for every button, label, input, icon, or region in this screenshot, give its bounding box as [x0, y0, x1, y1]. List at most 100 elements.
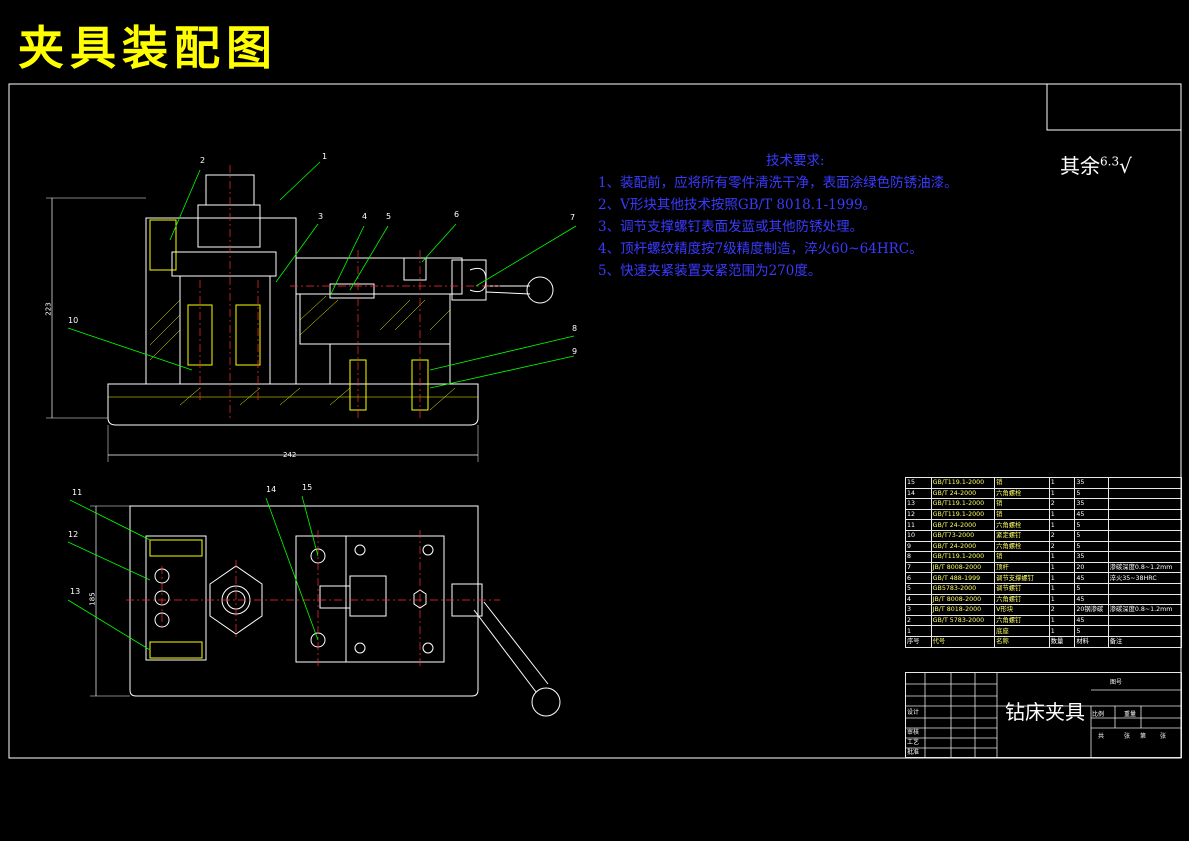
callout-10: 10: [68, 316, 79, 325]
tech-item-3: 3、调节支撑螺钉表面发蓝或其他防锈处理。: [598, 219, 864, 235]
tech-item-1: 1、装配前，应将所有零件清洗干净，表面涂绿色防锈油漆。: [598, 175, 958, 191]
bom-cell: [1107, 519, 1183, 531]
bom-cell: GB/T 24-2000: [930, 487, 996, 500]
bom-cell: 5: [1074, 519, 1109, 531]
callout-11: 11: [72, 488, 83, 497]
bom-cell: 调节螺钉: [994, 582, 1050, 595]
bom-cell: 13: [905, 498, 932, 510]
callout-15: 15: [302, 483, 313, 492]
bom-cell: 45: [1074, 593, 1109, 606]
bom-cell: 5: [1074, 487, 1109, 500]
bom-cell: [1107, 593, 1183, 606]
callout-3: 3: [318, 212, 324, 221]
bom-cell: 六角螺栓: [994, 540, 1050, 553]
tb-label-sheet-b: 张: [1160, 733, 1167, 740]
title-block-grid: [905, 672, 1182, 758]
bom-cell: 35: [1074, 551, 1109, 563]
bom-cell: 5: [1074, 582, 1109, 595]
bom-cell: 1: [1048, 572, 1076, 584]
dim-height: 223: [44, 302, 53, 316]
sheet-border: [8, 83, 1182, 759]
callout-2: 2: [200, 156, 206, 165]
bom-cell: 2: [905, 614, 932, 627]
bom-cell: [1107, 614, 1183, 627]
bom-cell: V形块: [994, 604, 1050, 616]
callout-5: 5: [386, 212, 392, 221]
bom-cell: 六角螺栓: [994, 519, 1050, 531]
bom-cell: 3: [905, 604, 932, 616]
bom-cell: 5: [905, 582, 932, 595]
dim-overall-width: 242: [283, 451, 297, 459]
bom-cell: 数量: [1048, 635, 1076, 648]
roughness-note: 其余6.3√: [1060, 150, 1132, 179]
technical-requirements: 技术要求: 1、装配前，应将所有零件清洗干净，表面涂绿色防锈油漆。 2、V形块其…: [598, 150, 958, 282]
bom-cell: 六角螺钉: [994, 593, 1050, 606]
bom-cell: 2: [1048, 540, 1076, 553]
callout-13: 13: [70, 587, 81, 596]
bom-cell: [930, 625, 996, 637]
bom-cell: GB/T119.1-2000: [930, 477, 996, 489]
bom-cell: 2: [1048, 529, 1076, 542]
tech-item-5: 5、快速夹紧装置夹紧范围为270度。: [598, 263, 822, 279]
bom-cell: 45: [1074, 614, 1109, 627]
bom-cell: 销: [994, 498, 1050, 510]
bom-cell: [1107, 498, 1183, 510]
bom-cell: 材料: [1074, 635, 1109, 648]
tech-item-2: 2、V形块其他技术按照GB/T 8018.1-1999。: [598, 197, 877, 213]
bom-cell: 销: [994, 551, 1050, 563]
bom-cell: 1: [1048, 519, 1076, 531]
bom-cell: GB/T119.1-2000: [930, 508, 996, 521]
bom-cell: JB/T 8018-2000: [930, 604, 996, 616]
callout-12: 12: [68, 530, 79, 539]
bom-cell: GB/T 24-2000: [930, 540, 996, 553]
leader-lines: [67, 161, 577, 651]
bom-cell: 1: [1048, 508, 1076, 521]
bom-cell: 渗碳深度0.8~1.2mm: [1107, 561, 1183, 574]
bom-cell: 销: [994, 508, 1050, 521]
tb-label-total: 共: [1098, 733, 1105, 740]
bom-cell: 备注: [1107, 635, 1183, 648]
tb-label-scale: 比例: [1092, 711, 1105, 718]
bom-cell: 20: [1074, 561, 1109, 574]
bom-cell: [1107, 540, 1183, 553]
callout-9: 9: [572, 347, 578, 356]
bom-cell: 六角螺钉: [994, 614, 1050, 627]
tb-label-index: 第: [1140, 733, 1147, 740]
bom-cell: 14: [905, 487, 932, 500]
bom-cell: 12: [905, 508, 932, 521]
callout-4: 4: [362, 212, 368, 221]
tb-label-drawing-no: 图号: [1110, 679, 1123, 686]
bom-cell: GB/T73-2000: [930, 529, 996, 542]
bom-cell: 11: [905, 519, 932, 531]
bom-cell: 序号: [905, 635, 932, 648]
bom-cell: 紧定螺钉: [994, 529, 1050, 542]
title-block: [905, 672, 1182, 758]
corner-box: [1046, 84, 1181, 131]
bom-cell: 8: [905, 551, 932, 563]
callout-14: 14: [266, 485, 277, 494]
bom-cell: 45: [1074, 508, 1109, 521]
bom-cell: 1: [1048, 487, 1076, 500]
bom-cell: [1107, 487, 1183, 500]
bom-cell: GB/T119.1-2000: [930, 498, 996, 510]
bom-header-row: 序号代号名称数量材料备注: [905, 635, 1183, 648]
bom-cell: 35: [1074, 498, 1109, 510]
bom-cell: GB/T 24-2000: [930, 519, 996, 531]
bom-cell: 1: [1048, 551, 1076, 563]
bom-cell: 1: [905, 625, 932, 637]
bom-cell: 代号: [930, 635, 996, 648]
bom-cell: 6: [905, 572, 932, 584]
